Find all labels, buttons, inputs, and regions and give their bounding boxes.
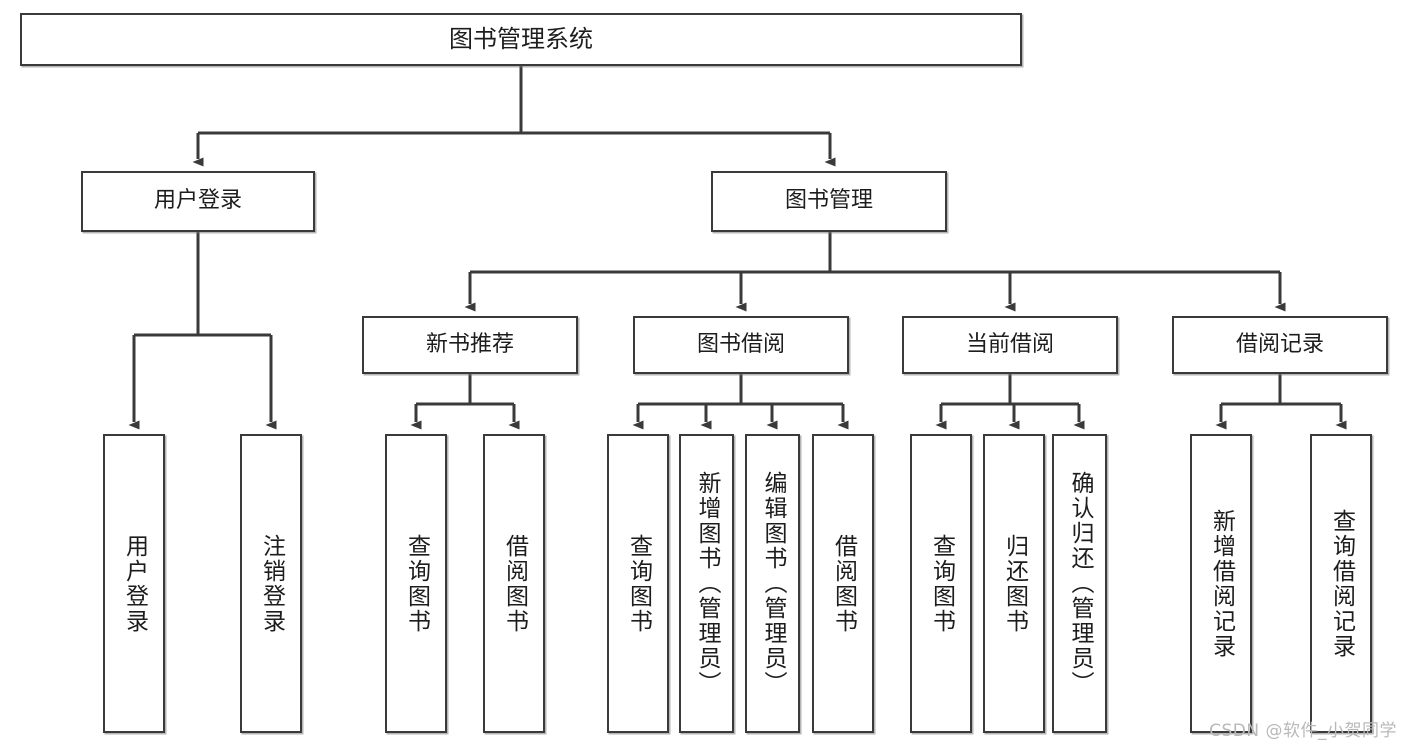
node-leaf-borrow-book-1-label: 借阅图书 bbox=[501, 533, 528, 634]
node-book-manage[interactable]: 图书管理 bbox=[711, 171, 947, 232]
node-root-label: 图书管理系统 bbox=[449, 25, 593, 54]
node-leaf-edit-book-label: 编辑图书（管理员） bbox=[760, 471, 786, 696]
node-leaf-query-book-3[interactable]: 查询图书 bbox=[910, 434, 972, 733]
node-leaf-query-book-2-label: 查询图书 bbox=[625, 533, 652, 634]
node-leaf-add-record-label: 新增借阅记录 bbox=[1208, 508, 1235, 659]
node-leaf-query-book-1[interactable]: 查询图书 bbox=[385, 434, 447, 733]
node-leaf-add-record[interactable]: 新增借阅记录 bbox=[1190, 434, 1252, 733]
node-leaf-user-login-label: 用户登录 bbox=[121, 533, 148, 634]
node-leaf-user-logout[interactable]: 注销登录 bbox=[240, 434, 302, 733]
node-book-borrow[interactable]: 图书借阅 bbox=[633, 316, 849, 374]
node-user-login-label: 用户登录 bbox=[153, 188, 242, 214]
node-leaf-query-record-label: 查询借阅记录 bbox=[1328, 508, 1355, 659]
node-user-login[interactable]: 用户登录 bbox=[81, 171, 315, 232]
node-leaf-borrow-book-2[interactable]: 借阅图书 bbox=[812, 434, 874, 733]
node-leaf-edit-book[interactable]: 编辑图书（管理员） bbox=[745, 434, 800, 733]
node-new-book-rec-label: 新书推荐 bbox=[425, 331, 514, 357]
node-leaf-user-login[interactable]: 用户登录 bbox=[103, 434, 165, 733]
node-leaf-query-book-2[interactable]: 查询图书 bbox=[607, 434, 669, 733]
node-leaf-add-book-label: 新增图书（管理员） bbox=[694, 471, 720, 696]
node-leaf-query-book-3-label: 查询图书 bbox=[928, 533, 955, 634]
node-leaf-confirm-return-label: 确认归还（管理员） bbox=[1067, 471, 1093, 696]
node-leaf-return-book-label: 归还图书 bbox=[1001, 533, 1028, 634]
watermark: CSDN @软件_小贺同学 bbox=[1209, 721, 1397, 741]
node-leaf-add-book[interactable]: 新增图书（管理员） bbox=[679, 434, 734, 733]
node-current-borrow-label: 当前借阅 bbox=[965, 331, 1054, 357]
node-borrow-record[interactable]: 借阅记录 bbox=[1172, 316, 1388, 374]
node-leaf-confirm-return[interactable]: 确认归还（管理员） bbox=[1052, 434, 1107, 733]
node-leaf-borrow-book-2-label: 借阅图书 bbox=[830, 533, 857, 634]
node-leaf-query-book-1-label: 查询图书 bbox=[403, 533, 430, 634]
node-root[interactable]: 图书管理系统 bbox=[20, 13, 1022, 66]
node-new-book-rec[interactable]: 新书推荐 bbox=[362, 316, 578, 374]
node-leaf-borrow-book-1[interactable]: 借阅图书 bbox=[483, 434, 545, 733]
node-book-manage-label: 图书管理 bbox=[784, 188, 873, 214]
node-borrow-record-label: 借阅记录 bbox=[1235, 331, 1324, 357]
node-book-borrow-label: 图书借阅 bbox=[696, 331, 785, 357]
node-leaf-return-book[interactable]: 归还图书 bbox=[983, 434, 1045, 733]
node-current-borrow[interactable]: 当前借阅 bbox=[902, 316, 1118, 374]
node-leaf-user-logout-label: 注销登录 bbox=[258, 533, 285, 634]
node-leaf-query-record[interactable]: 查询借阅记录 bbox=[1310, 434, 1372, 733]
